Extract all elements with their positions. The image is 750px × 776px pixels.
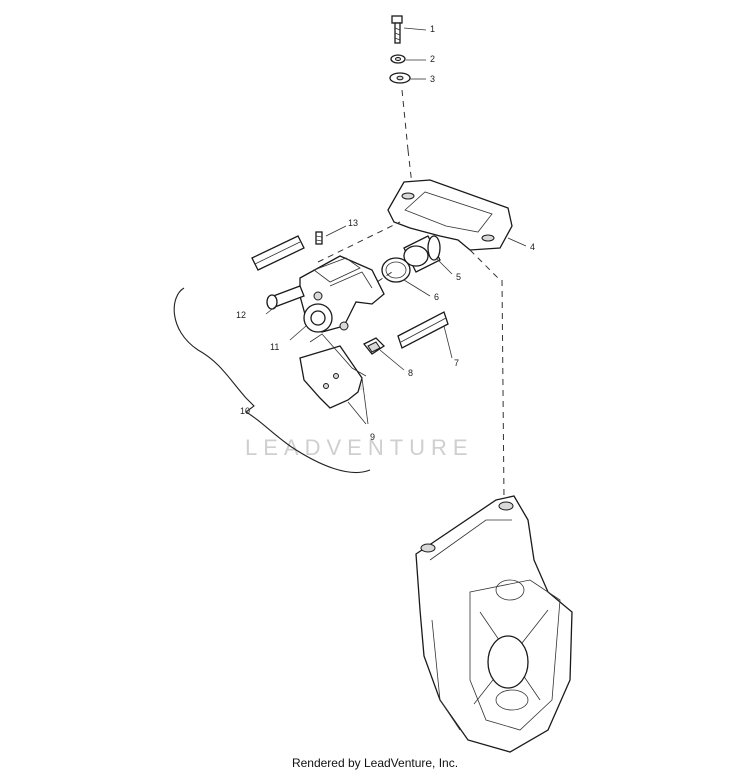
callout-9: 9 (370, 432, 375, 442)
assembly-line-bolt-2 (407, 149, 413, 186)
group-bracket-10 (173, 287, 371, 474)
callout-8: 8 (408, 368, 413, 378)
bleeder-screw-part (315, 231, 323, 245)
assembly-line-knuckle-a (469, 249, 501, 281)
callout-6: 6 (434, 292, 439, 302)
callout-1: 1 (430, 24, 435, 34)
bracket-part (387, 179, 513, 251)
callout-2: 2 (430, 54, 435, 64)
callout-12: 12 (236, 310, 246, 320)
ring-part (381, 257, 411, 283)
assembly-line-caliper (317, 221, 401, 263)
assembly-line-bolt (401, 89, 409, 151)
pin-part (266, 285, 305, 310)
callout-3: 3 (430, 74, 435, 84)
footer-credit: Rendered by LeadVenture, Inc. (291, 756, 459, 770)
flat-washer-part (389, 72, 411, 84)
brake-pad-part (299, 333, 367, 409)
callout-5: 5 (456, 272, 461, 282)
lock-washer-part (390, 54, 406, 64)
fitting-part (362, 337, 386, 355)
callout-7: 7 (454, 358, 459, 368)
bolt-part (391, 15, 403, 44)
bushing-part (403, 235, 441, 273)
assembly-line-knuckle (501, 279, 505, 501)
callout-13: 13 (348, 218, 358, 228)
watermark-text: LEADVENTURE (245, 435, 474, 460)
callout-4: 4 (530, 242, 535, 252)
callout-11: 11 (270, 342, 279, 352)
pad-shim-left-part (251, 235, 305, 271)
callout-10: 10 (240, 406, 250, 416)
caliper-body-part (299, 255, 385, 333)
knuckle-housing-part (415, 495, 573, 753)
pad-shim-right-part (397, 311, 449, 349)
